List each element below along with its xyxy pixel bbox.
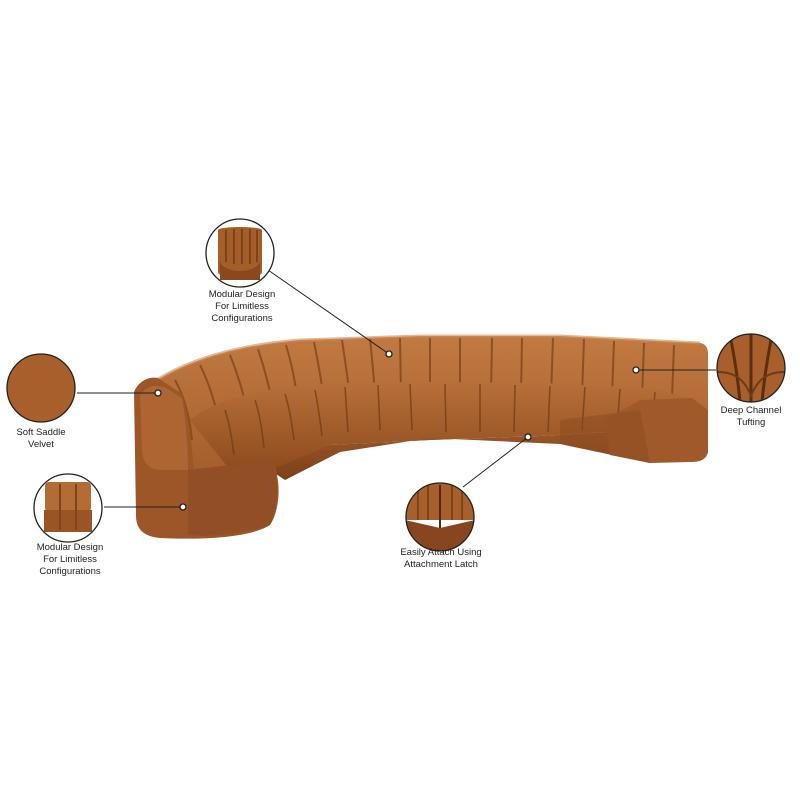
callout-label-velvet: Soft Saddle Velvet bbox=[8, 427, 74, 451]
detail-circle-tufting bbox=[716, 333, 786, 403]
callout-line: Tufting bbox=[736, 417, 766, 428]
detail-circle-modular-left bbox=[33, 473, 103, 543]
detail-circle-velvet bbox=[6, 353, 76, 423]
callout-line: Velvet bbox=[28, 439, 54, 450]
callout-line: For Limitless bbox=[43, 554, 97, 565]
sofa bbox=[134, 334, 708, 539]
callout-label-tufting: Deep Channel Tufting bbox=[718, 405, 784, 429]
callout-line: Configurations bbox=[39, 566, 101, 577]
callout-line: Configurations bbox=[211, 313, 273, 324]
dot-tufting bbox=[632, 366, 640, 374]
callout-label-modular-left: Modular Design For Limitless Configurati… bbox=[28, 542, 112, 578]
callout-line: Deep Channel bbox=[720, 405, 782, 416]
callout-label-attach: Easily Attach Using Attachment Latch bbox=[393, 547, 489, 571]
callout-lines bbox=[77, 269, 716, 508]
sofa-seat bbox=[190, 382, 692, 470]
dot-modular-top bbox=[385, 350, 393, 358]
callout-line: Modular Design bbox=[208, 289, 276, 300]
callout-line: Modular Design bbox=[36, 542, 104, 553]
callout-line: For Limitless bbox=[215, 301, 269, 312]
leader-attach bbox=[462, 436, 529, 488]
detail-circle-modular-top bbox=[205, 218, 275, 288]
callout-dots bbox=[154, 350, 640, 511]
callout-line: Soft Saddle bbox=[16, 427, 66, 438]
callout-line: Easily Attach Using bbox=[400, 547, 482, 558]
callout-label-modular-top: Modular Design For Limitless Configurati… bbox=[200, 289, 284, 325]
dot-velvet bbox=[154, 389, 162, 397]
dot-attach bbox=[524, 433, 532, 441]
dot-modular-left bbox=[179, 503, 187, 511]
leader-modular-top bbox=[267, 269, 390, 355]
callout-line: Attachment Latch bbox=[404, 559, 478, 570]
